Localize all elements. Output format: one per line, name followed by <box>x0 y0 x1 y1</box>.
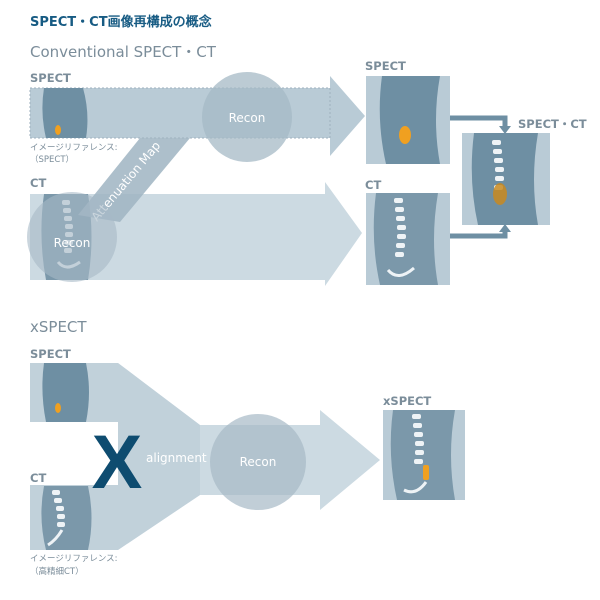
out-ct-label: CT <box>365 178 381 192</box>
conv-spect-image <box>42 88 88 138</box>
out-spect-hotspot <box>399 126 411 144</box>
x-ct-image <box>41 486 92 550</box>
spect-reference-label: イメージリファレンス: <box>30 143 118 153</box>
ct-reference-label: イメージリファレンス: <box>30 554 118 564</box>
conv-ct-label: CT <box>30 176 46 190</box>
ct-reference-sub: （高精細CT） <box>30 566 84 577</box>
merge-arrow-bottom <box>450 230 508 239</box>
out-spect-label: SPECT <box>365 59 406 73</box>
out-spect-body <box>379 76 440 164</box>
arrow-head-down <box>499 126 511 134</box>
x-spect-hotspot <box>55 403 61 413</box>
out-fused-hotspot <box>493 183 507 205</box>
merge-arrow-top <box>450 115 508 128</box>
xspect-output-label: xSPECT <box>383 394 431 408</box>
arrow-head-up <box>499 224 511 232</box>
xspect-output-hotspot <box>423 465 429 480</box>
xspect-output-body <box>390 410 455 500</box>
ct-recon-label: Recon <box>54 236 91 250</box>
xspect-heading: xSPECT <box>30 318 87 336</box>
out-fused-label: SPECT・CT <box>518 117 587 131</box>
x-alignment-mark: X <box>92 420 143 505</box>
conv-spect-label: SPECT <box>30 71 71 85</box>
page-title: SPECT・CT画像再構成の概念 <box>30 14 212 30</box>
xspect-output-spine <box>403 414 428 494</box>
out-ct-body <box>373 193 438 285</box>
x-spect-image <box>42 363 89 422</box>
x-spect-label: SPECT <box>30 347 71 361</box>
spect-recon-circle <box>202 72 292 162</box>
hotspot <box>55 125 61 135</box>
x-recon-circle <box>210 414 306 510</box>
out-ct-spine <box>386 198 415 277</box>
x-recon-label: Recon <box>240 455 277 469</box>
ct-recon-circle <box>27 192 117 282</box>
x-ct-label: CT <box>30 471 46 485</box>
attenuation-map-band <box>78 138 190 222</box>
spect-reference-sub: （SPECT） <box>30 154 74 165</box>
alignment-label: alignment <box>146 451 207 465</box>
out-fused-body <box>471 133 538 225</box>
conventional-heading: Conventional SPECT・CT <box>30 43 217 61</box>
x-ct-spine <box>47 490 65 547</box>
spect-recon-label: Recon <box>229 111 266 125</box>
